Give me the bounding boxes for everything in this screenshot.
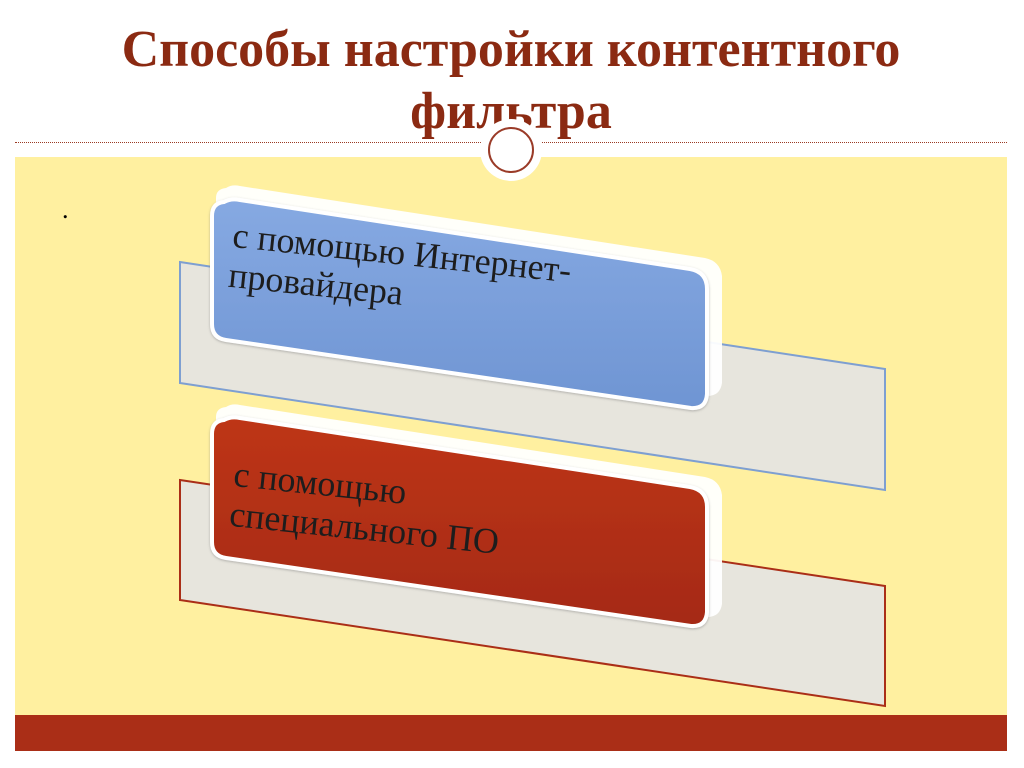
content-area (15, 157, 1007, 715)
title-divider-ring (488, 127, 534, 173)
bullet-dot: . (62, 195, 69, 224)
title-area: Способы настройки контентного фильтра (15, 15, 1007, 143)
slide-title: Способы настройки контентного фильтра (121, 21, 901, 140)
footer-bar (15, 715, 1007, 751)
